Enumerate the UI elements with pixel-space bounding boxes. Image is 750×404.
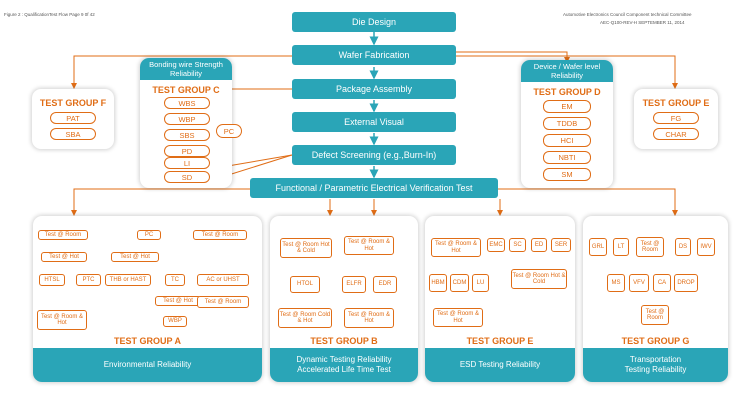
group-b-title: TEST GROUP B [310, 336, 378, 346]
e-ser: SER [551, 238, 571, 252]
e-lu: LU [472, 274, 489, 292]
wafer-fabrication-step: Wafer Fabrication [292, 45, 456, 65]
group-b-name: Dynamic Testing Reliability Accelerated … [270, 348, 418, 382]
b-test-room-hot-2: Test @ Room & Hot [344, 308, 394, 328]
a-test-room-hot: Test @ Room & Hot [37, 310, 87, 330]
hci-item: HCI [543, 134, 591, 147]
nbti-item: NBTI [543, 151, 591, 164]
sd-item: SD [164, 171, 210, 183]
test-group-c-panel: Bonding wire Strength Reliability TEST G… [140, 58, 232, 188]
a-test-room-3: Test @ Room [197, 296, 249, 308]
g-test-room-2: Test @ Room [641, 305, 669, 325]
group-f-title: TEST GROUP F [39, 98, 107, 108]
group-b-name-line2: Accelerated Life Time Test [297, 365, 391, 374]
a-test-hot-2: Test @ Hot [111, 252, 159, 262]
a-ptc: PTC [76, 274, 101, 286]
group-g-name-line1: Transportation [629, 355, 682, 364]
a-tc: TC [165, 274, 185, 286]
revision-header: AEC-Q100-REV-H SEPTEMBER 11, 2014 [600, 20, 685, 25]
test-group-d-panel: Device / Wafer level Reliability TEST GR… [521, 60, 613, 188]
package-assembly-step: Package Assembly [292, 79, 456, 99]
group-g-name: Transportation Testing Reliability [583, 348, 728, 382]
wbs-item: WBS [164, 97, 210, 109]
pd-item: PD [164, 145, 210, 157]
b-elfr: ELFR [342, 276, 366, 293]
a-test-hot-1: Test @ Hot [41, 252, 87, 262]
a-pc: PC [137, 230, 161, 240]
tddb-item: TDDB [543, 117, 591, 130]
test-group-a-panel: Test @ Room PC Test @ Room Test @ Hot Te… [33, 216, 262, 382]
b-test-room-hot-cold: Test @ Room Hot & Cold [280, 238, 332, 258]
sm-item: SM [543, 168, 591, 181]
sbs-item: SBS [164, 129, 210, 141]
group-a-name: Environmental Reliability [33, 348, 262, 382]
die-design-step: Die Design [292, 12, 456, 32]
functional-test-step: Functional / Parametric Electrical Verif… [250, 178, 498, 198]
pat-item: PAT [50, 112, 96, 124]
e-emc: EMC [487, 238, 505, 252]
g-lt: LT [613, 238, 629, 256]
figure-caption: Figure 2 : QualificationTest Flow Page 9… [4, 12, 95, 17]
li-item: LI [164, 157, 210, 169]
b-test-room-cold-hot: Test @ Room Cold & Hot [278, 308, 332, 328]
group-g-name-line2: Testing Reliability [624, 365, 687, 374]
pc-item: PC [216, 124, 242, 138]
group-d-title: TEST GROUP D [533, 87, 601, 97]
g-test-room-1: Test @ Room [636, 237, 664, 257]
group-e-side-title: TEST GROUP E [642, 98, 710, 108]
g-ms: MS [607, 274, 625, 292]
a-htsl: HTSL [39, 274, 65, 286]
a-test-room-1: Test @ Room [38, 230, 88, 240]
char-item: CHAR [653, 128, 699, 140]
g-ca: CA [653, 274, 671, 292]
group-d-header: Device / Wafer level Reliability [521, 60, 613, 82]
b-test-room-hot: Test @ Room & Hot [344, 236, 394, 255]
group-g-title: TEST GROUP G [621, 336, 690, 346]
test-group-e-panel: Test @ Room & Hot EMC SC ED SER HBM CDM … [425, 216, 575, 382]
a-test-hot-3: Test @ Hot [155, 296, 201, 306]
g-iwv: IWV [697, 238, 715, 256]
group-a-title: TEST GROUP A [113, 336, 181, 346]
group-e-title: TEST GROUP E [466, 336, 534, 346]
e-hbm: HBM [429, 274, 447, 292]
test-group-g-panel: GRL LT Test @ Room DS IWV MS VFV CA DROP… [583, 216, 728, 382]
g-vfv: VFV [629, 274, 649, 292]
test-group-b-panel: Test @ Room Hot & Cold Test @ Room & Hot… [270, 216, 418, 382]
defect-screening-step: Defect Screening (e.g.,Burn-In) [292, 145, 456, 165]
group-c-title: TEST GROUP C [152, 85, 220, 95]
a-ac-or-uhst: AC or UHST [197, 274, 249, 286]
g-grl: GRL [589, 238, 607, 256]
e-cdm: CDM [450, 274, 469, 292]
g-drop: DROP [674, 274, 698, 292]
b-htol: HTOL [290, 276, 320, 293]
fg-item: FG [653, 112, 699, 124]
sba-item: SBA [50, 128, 96, 140]
g-ds: DS [675, 238, 691, 256]
a-test-room-2: Test @ Room [193, 230, 247, 240]
a-wbp: WBP [163, 316, 187, 327]
e-ed: ED [531, 238, 547, 252]
em-item: EM [543, 100, 591, 113]
group-e-name: ESD Testing Reliability [425, 348, 575, 382]
b-edr: EDR [373, 276, 397, 293]
council-header: Automotive Electronics Council Component… [563, 12, 692, 17]
external-visual-step: External Visual [292, 112, 456, 132]
e-sc: SC [509, 238, 526, 252]
e-test-room-hot-1: Test @ Room & Hot [431, 238, 481, 257]
test-group-e-side-panel: TEST GROUP E FG CHAR [634, 89, 718, 149]
group-c-header: Bonding wire Strength Reliability [140, 58, 232, 80]
group-b-name-line1: Dynamic Testing Reliability [296, 355, 392, 364]
wbp-item: WBP [164, 113, 210, 125]
test-group-f-panel: TEST GROUP F PAT SBA [32, 89, 114, 149]
a-thb-or-hast: THB or HAST [105, 274, 151, 286]
e-test-room-hot-2: Test @ Room & Hot [433, 308, 483, 327]
e-test-room-hot-cold: Test @ Room Hot & Cold [511, 269, 567, 289]
